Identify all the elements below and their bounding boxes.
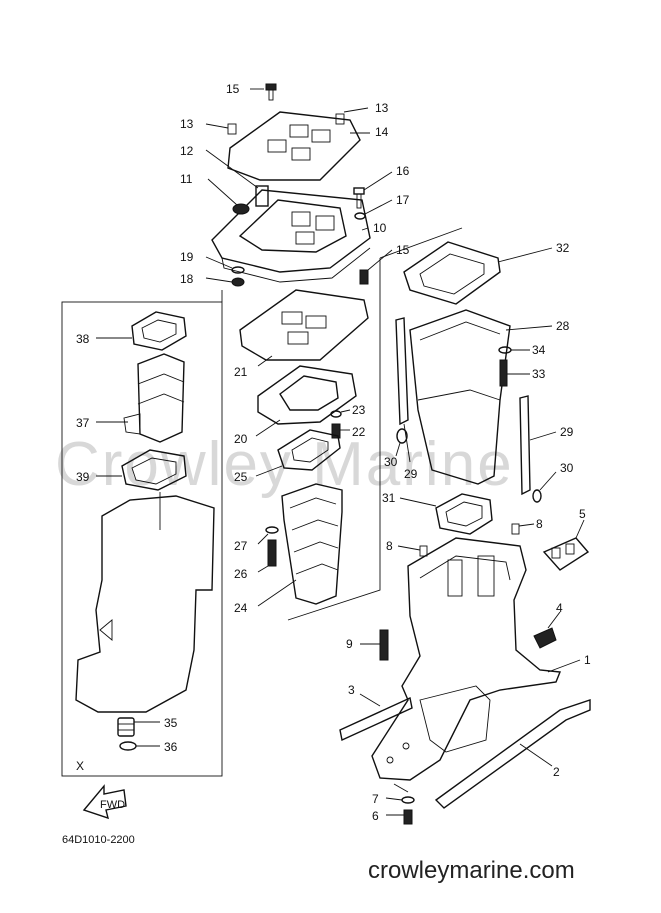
- callout-18: 18: [180, 272, 194, 286]
- inset-frame: [61, 301, 223, 777]
- exhaust-manifold-20: [255, 365, 357, 437]
- callout-35: 35: [164, 716, 178, 730]
- callout-23: 23: [352, 403, 366, 417]
- callout-27: 27: [234, 539, 248, 553]
- callout-11: 11: [180, 172, 193, 186]
- callout-8-left: 8: [386, 539, 393, 553]
- gasket-39: [96, 449, 187, 530]
- strip-2: [434, 699, 591, 809]
- callout-26: 26: [234, 567, 248, 581]
- dowel-8-left: [397, 545, 428, 557]
- washer-27: [257, 526, 279, 545]
- fwd-label: FWD: [100, 799, 125, 811]
- gasket-14: [227, 111, 370, 181]
- callout-15-right: 15: [396, 243, 410, 257]
- washer-23: [330, 409, 351, 418]
- callout-2: 2: [553, 765, 560, 779]
- plug-4: [533, 611, 561, 649]
- callout-17: 17: [396, 193, 410, 207]
- callout-7: 7: [372, 792, 379, 806]
- callout-28: 28: [556, 319, 570, 333]
- callout-36: 36: [164, 740, 178, 754]
- diagram-code: 64D1010-2200: [62, 834, 135, 846]
- callout-22: 22: [352, 425, 366, 439]
- washer-17: [354, 199, 393, 220]
- callout-6: 6: [372, 809, 379, 823]
- grommet-11: [207, 178, 250, 215]
- callout-10: 10: [373, 221, 387, 235]
- callout-24: 24: [234, 601, 248, 615]
- washer-30-left: [395, 428, 408, 457]
- gasket-38: [96, 311, 187, 351]
- callout-25: 25: [234, 470, 248, 484]
- seal-29-right: [519, 395, 557, 496]
- washer-19: [205, 256, 245, 274]
- callout-33: 33: [532, 367, 546, 381]
- callout-29-right: 29: [560, 425, 574, 439]
- callout-38: 38: [76, 332, 90, 346]
- callout-31: 31: [382, 491, 396, 505]
- dowel-13-left: [205, 123, 237, 135]
- bolt-15-right: [359, 249, 393, 285]
- callout-1: 1: [584, 653, 591, 667]
- bracket-line-top: [379, 227, 463, 259]
- exhaust-guide-10: [211, 189, 371, 283]
- gasket-32: [403, 241, 553, 305]
- callout-32: 32: [556, 241, 570, 255]
- muffler-24: [257, 483, 343, 607]
- washer-30-right: [532, 471, 557, 503]
- callout-30-left: 30: [384, 455, 398, 469]
- callout-13-right: 13: [375, 101, 389, 115]
- strip-3: [339, 693, 413, 742]
- callout-20: 20: [234, 432, 248, 446]
- inset-lower-casing: [75, 495, 215, 713]
- callout-16: 16: [396, 164, 410, 178]
- callout-4: 4: [556, 601, 563, 615]
- bolt-9: [360, 629, 389, 661]
- callout-8-right: 8: [536, 517, 543, 531]
- nut-18: [205, 277, 245, 287]
- callout-12: 12: [180, 144, 194, 158]
- site-url: crowleymarine.com: [368, 857, 575, 884]
- callout-37: 37: [76, 416, 90, 430]
- callout-15-top: 15: [226, 82, 240, 96]
- washer-7: [385, 783, 415, 804]
- bushing-35: [117, 717, 160, 737]
- gasket-25: [255, 429, 341, 477]
- callout-19: 19: [180, 250, 194, 264]
- callout-29-left: 29: [404, 467, 418, 481]
- callout-9: 9: [346, 637, 353, 651]
- dowel-13-right: [335, 107, 369, 125]
- muffler-37: [96, 353, 185, 443]
- grille-5: [542, 519, 590, 571]
- callout-21: 21: [234, 365, 248, 379]
- clip-36: [119, 741, 160, 751]
- callout-30-right: 30: [560, 461, 574, 475]
- washer-34: [498, 346, 530, 354]
- callout-3: 3: [348, 683, 355, 697]
- callout-34: 34: [532, 343, 546, 357]
- bracket-line-left: [287, 258, 381, 621]
- callout-39: 39: [76, 470, 90, 484]
- callout-14: 14: [375, 125, 389, 139]
- fwd-arrow-icon: FWD: [82, 784, 127, 820]
- callout-5: 5: [579, 507, 586, 521]
- inset-label: X: [76, 759, 84, 773]
- dowel-8-right: [511, 523, 535, 535]
- bolt-22: [331, 423, 350, 439]
- bolt-33: [499, 359, 530, 387]
- bolt-16: [353, 171, 393, 209]
- upper-casing-1: [371, 537, 581, 781]
- gasket-31: [399, 493, 493, 535]
- oil-pan-28: [409, 309, 553, 485]
- bolt-6: [386, 809, 413, 825]
- gasket-21: [239, 289, 369, 367]
- bolt-26: [257, 539, 277, 573]
- callout-13-left: 13: [180, 117, 194, 131]
- bolt-15-top: [250, 83, 277, 101]
- valve-12: [205, 149, 269, 207]
